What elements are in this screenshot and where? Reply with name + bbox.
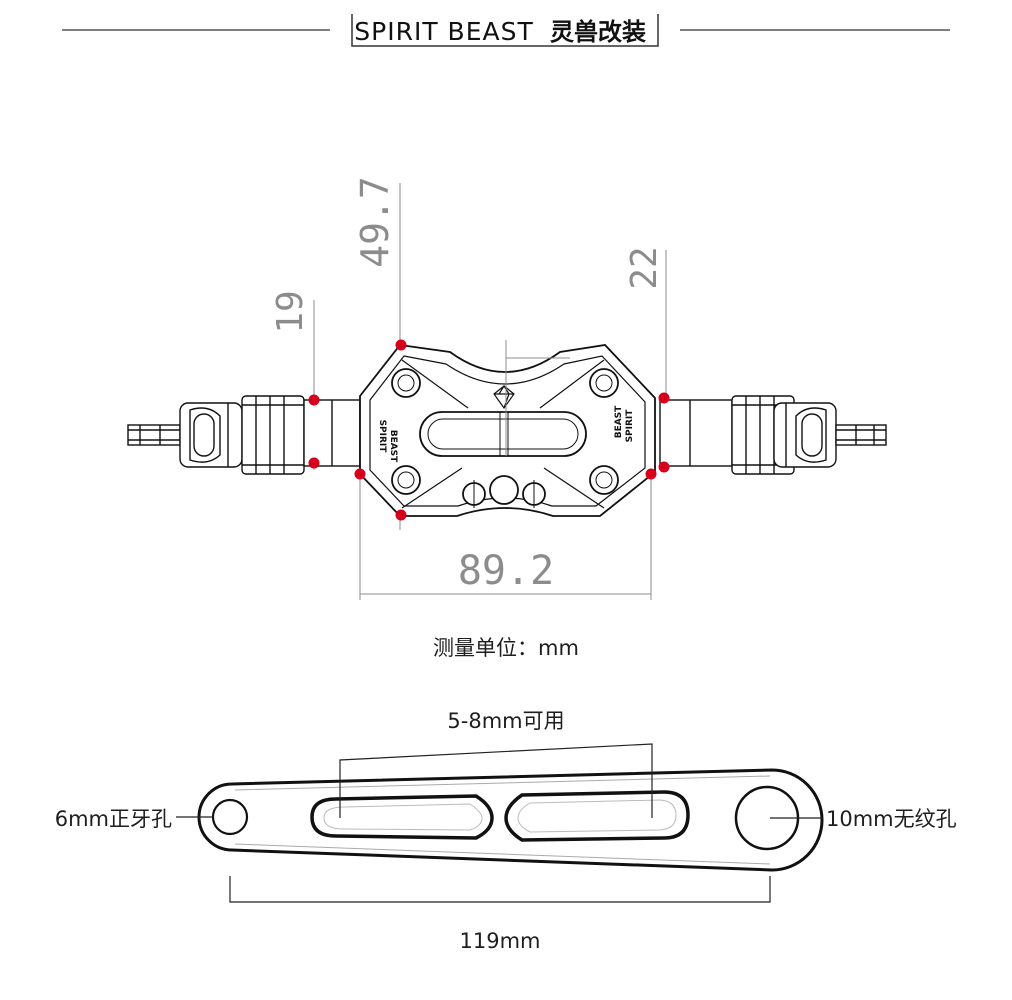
- marker-rod-right-top: [658, 392, 670, 404]
- dim-49-7: 49.7: [353, 176, 397, 268]
- plate-logo-right: SPIRIT: [625, 409, 635, 443]
- bar-hole-6mm: [211, 798, 249, 836]
- bar-length-label: 119mm: [460, 929, 541, 953]
- plate-logo-left: SPIRIT: [377, 420, 387, 454]
- unit-note: 测量单位：mm: [433, 636, 579, 660]
- plate-hole-center: [489, 475, 519, 505]
- slot-note: 5-8mm可用: [447, 709, 564, 733]
- header-brand: SPIRIT BEAST: [354, 17, 533, 46]
- dim-19: 19: [270, 290, 311, 333]
- marker-plate-left: [354, 468, 366, 480]
- left-hole-label: 6mm正牙孔: [55, 807, 172, 831]
- left-rod-end: [127, 395, 361, 475]
- bar-slots: [310, 790, 690, 842]
- right-rod-end: [659, 395, 887, 475]
- marker-rod-right-bottom: [658, 461, 670, 473]
- marker-top-left: [395, 339, 407, 351]
- plate-logo-right-2: BEAST: [614, 405, 624, 438]
- steering-assembly: SPIRIT BEAST SPIRIT BEAST: [127, 344, 887, 517]
- measure-markers: [308, 339, 670, 521]
- linkage-bar: [197, 768, 824, 872]
- dim-22: 22: [624, 246, 665, 289]
- plate-bolt-tr: [589, 368, 619, 398]
- plate-logo-left-2: BEAST: [388, 430, 398, 463]
- plate-slot: [419, 411, 587, 457]
- marker-rod-left-bottom: [308, 457, 320, 469]
- bar-dimension-lines: [176, 743, 822, 903]
- right-hole-label: 10mm无纹孔: [826, 807, 957, 831]
- plate-bolt-br: [589, 465, 619, 495]
- header-frame: [351, 14, 659, 47]
- marker-rod-left-top: [308, 394, 320, 406]
- center-plate: [359, 344, 656, 517]
- header: SPIRIT BEAST 灵兽改装: [62, 14, 950, 47]
- header-brand-cn: 灵兽改装: [550, 18, 646, 46]
- dimension-lines: [313, 183, 667, 600]
- marker-bottom-left: [395, 509, 407, 521]
- plate-bolt-bl: [391, 465, 421, 495]
- marker-plate-right: [645, 468, 657, 480]
- dim-89-2: 89.2: [458, 548, 554, 594]
- plate-bolt-tl: [391, 368, 421, 398]
